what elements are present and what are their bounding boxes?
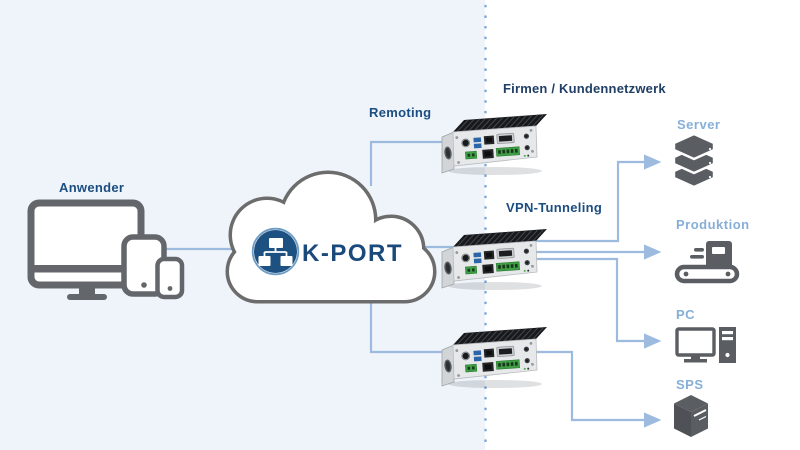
desktop-pc-icon — [675, 327, 736, 363]
server-stack-icon — [672, 132, 716, 189]
vpn-tunneling-label: VPN-Tunneling — [506, 200, 603, 215]
plc-cabinet-icon — [674, 395, 708, 437]
connector-lines — [150, 140, 662, 428]
conveyor-belt-icon — [674, 241, 740, 284]
connector-cloud-device1 — [369, 140, 455, 186]
connector-device3-sps — [536, 350, 662, 428]
edge-device-3 — [441, 326, 548, 389]
cloud-icon — [225, 170, 437, 304]
remoting-label: Remoting — [369, 105, 432, 120]
network-zone-header: Firmen / Kundennetzwerk — [503, 81, 666, 96]
edge-device-remoting — [441, 113, 548, 176]
connector-device2-pc — [536, 257, 662, 349]
endpoint-label-server: Server — [677, 117, 721, 132]
user-devices-icon — [27, 199, 185, 300]
edge-device-vpn — [441, 228, 548, 291]
endpoint-label-sps: SPS — [676, 377, 704, 392]
endpoint-label-pc: PC — [676, 307, 696, 322]
user-label: Anwender — [59, 180, 125, 195]
connector-cloud-device3 — [369, 296, 460, 354]
network-icon — [251, 227, 300, 276]
endpoint-label-produktion: Produktion — [676, 217, 750, 232]
customer-network-zone-background — [485, 0, 800, 450]
connector-device2-server — [536, 154, 662, 243]
cloud-title: K-PORT — [302, 240, 403, 267]
smartphone-icon — [155, 256, 185, 300]
